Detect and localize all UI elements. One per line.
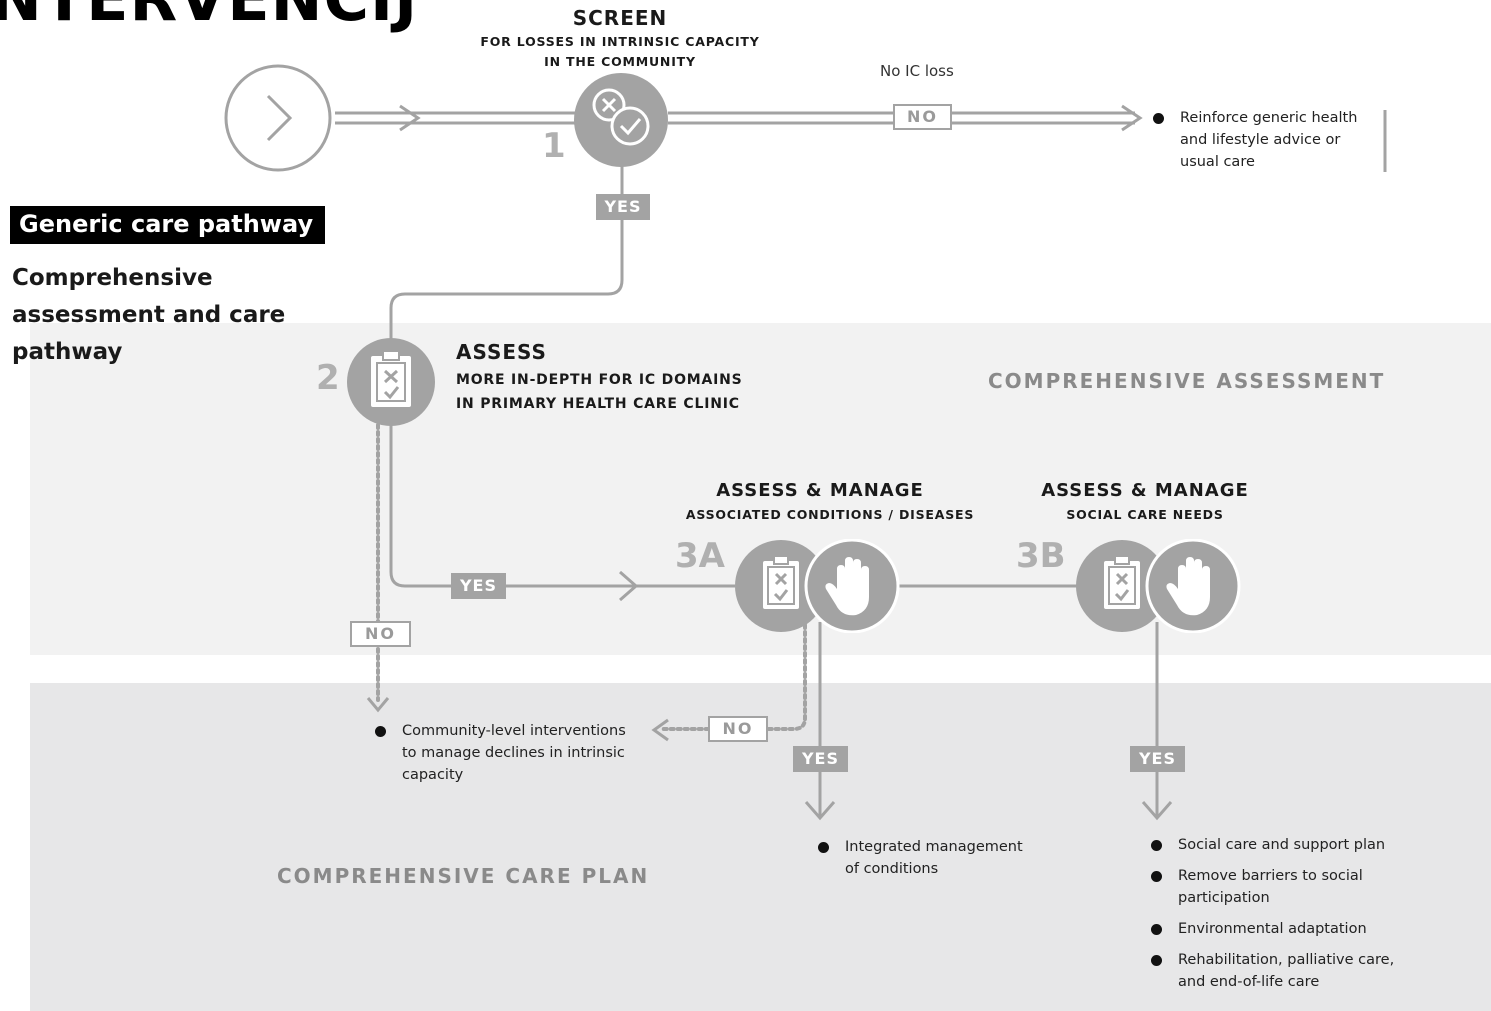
assess-line1: MORE IN-DEPTH FOR IC DOMAINS (456, 372, 743, 388)
pathway-subtitle: Comprehensive assessment and care pathwa… (12, 265, 286, 365)
assess-manage-3a-icons (735, 539, 900, 633)
section-comprehensive-assessment: COMPREHENSIVE ASSESSMENT (988, 369, 1386, 393)
no-ic-loss-outcome: Reinforce generic health and lifestyle a… (1153, 107, 1383, 173)
screen-line2: IN THE COMMUNITY (544, 54, 696, 69)
assess-title: ASSESS (456, 340, 547, 364)
screen-check-icon (574, 73, 668, 167)
list-item: Social care and support plan (1151, 834, 1451, 856)
step-1-number: 1 (542, 126, 566, 166)
screen-line1: FOR LOSSES IN INTRINSIC CAPACITY (480, 34, 760, 49)
list-item: Environmental adaptation (1151, 918, 1451, 940)
integrated-outcome: Integrated management of conditions (818, 836, 1078, 880)
assess-3b-yes-label: YES (1130, 746, 1185, 772)
assess-3a-no-label: NO (708, 716, 768, 742)
page-title: NTERVENCIJ (0, 0, 418, 35)
assess-3a-title: ASSESS & MANAGE (716, 480, 924, 501)
list-item: Integrated management of conditions (818, 836, 1078, 880)
assess-line2: IN PRIMARY HEALTH CARE CLINIC (456, 396, 740, 412)
assess-manage-3b-icons (1076, 539, 1241, 633)
screen-yes-label: YES (596, 194, 650, 220)
start-chevron-icon (224, 64, 332, 172)
assess-3a-subtitle: ASSOCIATED CONDITIONS / DISEASES (685, 507, 975, 522)
assess-3a-yes-label: YES (793, 746, 848, 772)
step-3b-number: 3B (1016, 536, 1066, 576)
screen-title: SCREEN (572, 6, 668, 30)
clipboard-icon (347, 338, 435, 426)
assess-3b-title: ASSESS & MANAGE (1041, 480, 1249, 501)
list-item: Reinforce generic health and lifestyle a… (1153, 107, 1383, 173)
screen-no-label: NO (893, 104, 952, 130)
pathway-tag: Generic care pathway (10, 206, 326, 244)
assess-yes-label: YES (451, 573, 506, 599)
no-ic-loss-note: No IC loss (880, 62, 954, 80)
step-2-number: 2 (316, 358, 340, 398)
social-outcomes: Social care and support plan Remove barr… (1151, 834, 1451, 993)
assess-3b-subtitle: SOCIAL CARE NEEDS (1066, 507, 1224, 522)
community-outcome: Community-level interventions to manage … (375, 720, 655, 786)
assess-no-label: NO (350, 621, 411, 647)
list-item: Remove barriers to social participation (1151, 865, 1451, 909)
list-item: Community-level interventions to manage … (375, 720, 655, 786)
step-3a-number: 3A (675, 536, 725, 576)
list-item: Rehabilitation, palliative care, and end… (1151, 949, 1451, 993)
section-comprehensive-care-plan: COMPREHENSIVE CARE PLAN (277, 864, 650, 888)
